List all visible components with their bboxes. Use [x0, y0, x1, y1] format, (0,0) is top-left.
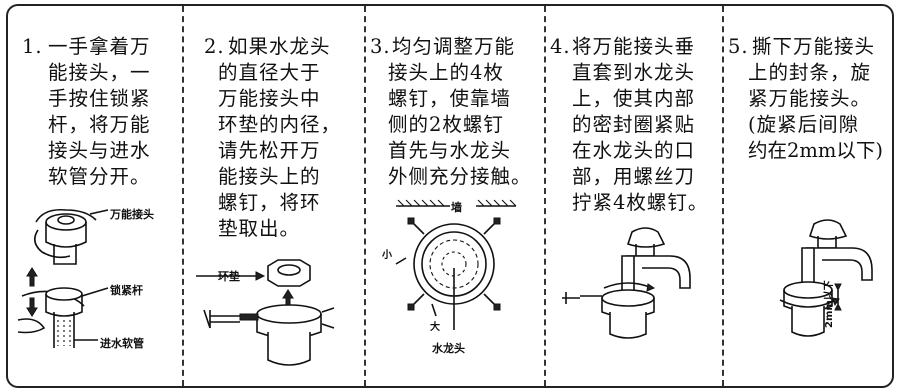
mount-joint-illustration [562, 227, 691, 339]
step-text-line: 接头上的4枚 [388, 61, 504, 84]
step-text-line: 外侧充分接触。 [388, 165, 532, 188]
step-text-line: 约在2mm以下) [748, 139, 883, 162]
step-text-line: 的直径大于 [218, 61, 321, 84]
disconnect-illustration [17, 208, 109, 348]
step-text-line: 能接头上的 [218, 165, 321, 188]
step-text-line: 一手拿着万 [48, 35, 151, 58]
step-text-line: 紧万能接头。 [748, 87, 872, 110]
step-text-line: 杆，将万能 [48, 113, 151, 136]
step-number: 3. [370, 35, 391, 58]
step-text-line: 的密封圈紧贴 [572, 113, 696, 136]
step-text-line: 手按住锁紧 [48, 87, 151, 110]
step-text-line: 如果水龙头 [228, 35, 331, 58]
divider [364, 6, 366, 386]
step-text-line: 接头与进水 [48, 139, 151, 162]
step-text-line: 螺钉，使靠墙 [388, 87, 512, 110]
step-number: 4. [550, 35, 571, 58]
step-text-line: 上的封条，旋 [748, 61, 872, 84]
step-number: 1. [22, 35, 43, 58]
step-text-line: 侧的2枚螺钉 [388, 113, 504, 136]
step-text-line: 垫取出。 [218, 217, 301, 240]
step-text-line: 上，使其内部 [572, 87, 696, 110]
step-number: 2. [204, 35, 225, 58]
screw-adjust-illustration [395, 199, 517, 330]
divider [544, 6, 546, 386]
step-text-line: 首先与水龙头 [388, 139, 512, 162]
instruction-frame [6, 4, 894, 388]
label-universal-joint: 万能接头 [110, 208, 154, 221]
step-text-line: 能接头，一 [48, 61, 151, 84]
label-gap: 2mm以下 [824, 280, 835, 328]
step-text-line: (旋紧后间隙 [748, 113, 860, 136]
step-text-line: 万能接头中 [218, 87, 321, 110]
step-text-line: 软管分开。 [48, 165, 151, 188]
step-number: 5. [728, 35, 749, 58]
label-large: 大 [430, 322, 440, 333]
step-text-line: 均匀调整万能 [392, 35, 516, 58]
step-text-line: 撕下万能接头 [752, 35, 876, 58]
label-lock-lever: 锁紧杆 [110, 284, 143, 297]
label-inlet-hose: 进水软管 [100, 337, 144, 350]
tighten-joint-illustration [779, 219, 873, 337]
step-text-line: 在水龙头的口 [572, 139, 696, 162]
label-wall: 墙 [451, 201, 462, 214]
label-ring-pad: 环垫 [218, 270, 240, 283]
label-faucet: 水龙头 [432, 342, 465, 355]
step-text-line: 请先松开万 [218, 139, 321, 162]
step-text-line: 螺钉，将环 [218, 191, 321, 214]
step-text-line: 环垫的内径， [218, 113, 342, 136]
divider [182, 6, 184, 386]
step-text-line: 拧紧4枚螺钉。 [572, 191, 709, 214]
step-text-line: 将万能接头垂 [572, 35, 696, 58]
label-small: 小 [382, 250, 392, 261]
step-text-line: 直套到水龙头 [572, 61, 696, 84]
divider [722, 6, 724, 386]
step-text-line: 部，用螺丝刀 [572, 165, 696, 188]
remove-ring-illustration [196, 259, 335, 366]
